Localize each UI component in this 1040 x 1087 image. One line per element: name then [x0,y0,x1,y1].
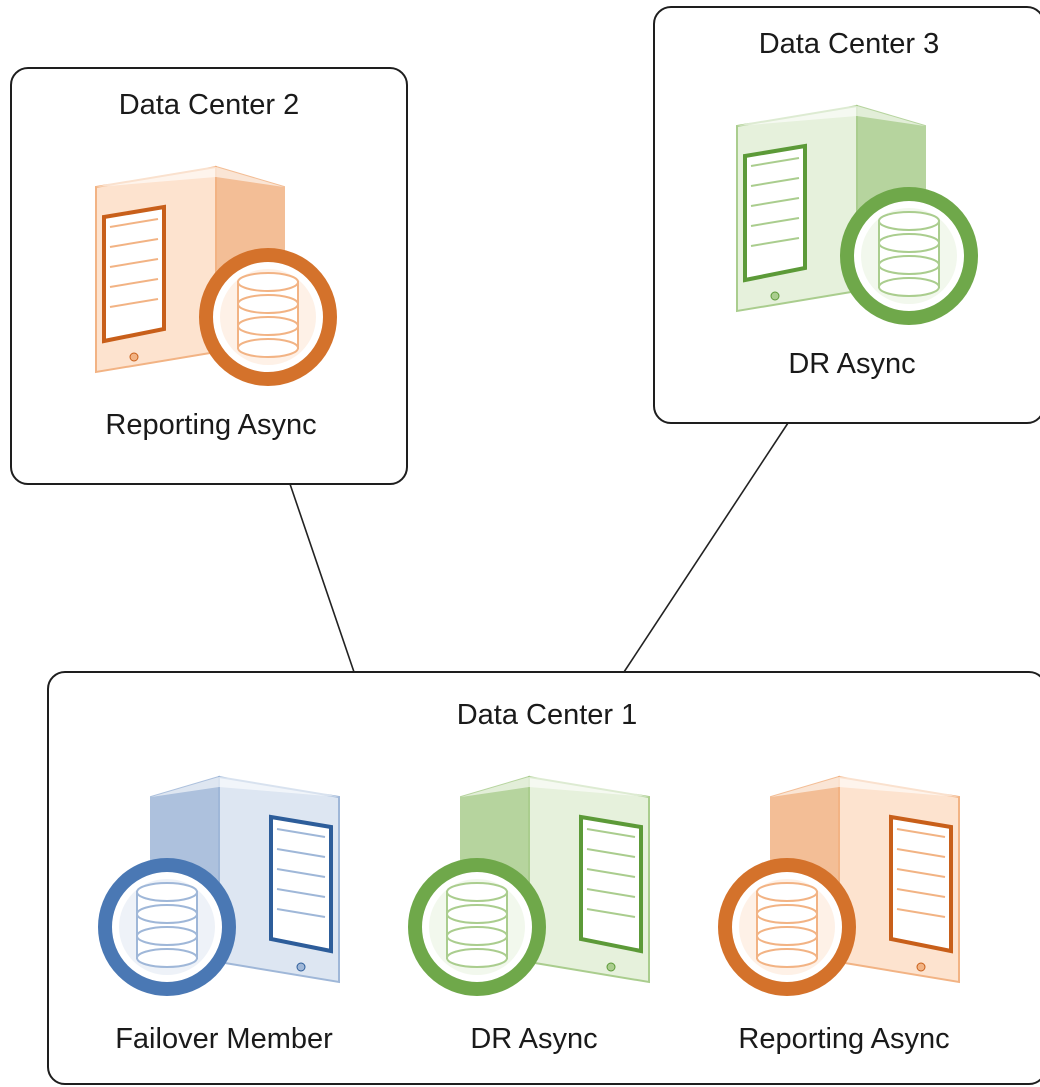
server-database-icon [408,775,650,996]
data-center-2-box: Data Center 2 Reporting Async [10,67,408,485]
server-node: Reporting Async [66,147,356,467]
node-label: DR Async [788,348,916,380]
node-label: Reporting Async [105,409,317,441]
data-center-3-box: Data Center 3 DR Async [653,6,1040,424]
connection-dc3-dc1 [623,422,789,673]
node-label: DR Async [470,1023,598,1055]
server-node: DR Async [389,757,679,1077]
node-label: Failover Member [115,1023,333,1055]
data-center-title: Data Center 2 [118,89,300,121]
server-database-icon [736,104,978,325]
connection-dc2-dc1 [289,483,355,673]
server-node: Failover Member [79,757,369,1077]
server-database-icon [95,165,337,386]
server-node: Reporting Async [699,757,989,1077]
server-database-icon [98,775,340,996]
data-center-title: Data Center 3 [758,28,940,60]
server-node: DR Async [707,86,997,406]
server-database-icon [718,775,960,996]
data-center-1-box: Data Center 1 Failover Member DR Async R… [47,671,1040,1085]
node-label: Reporting Async [738,1023,950,1055]
data-center-title: Data Center 1 [456,699,638,731]
